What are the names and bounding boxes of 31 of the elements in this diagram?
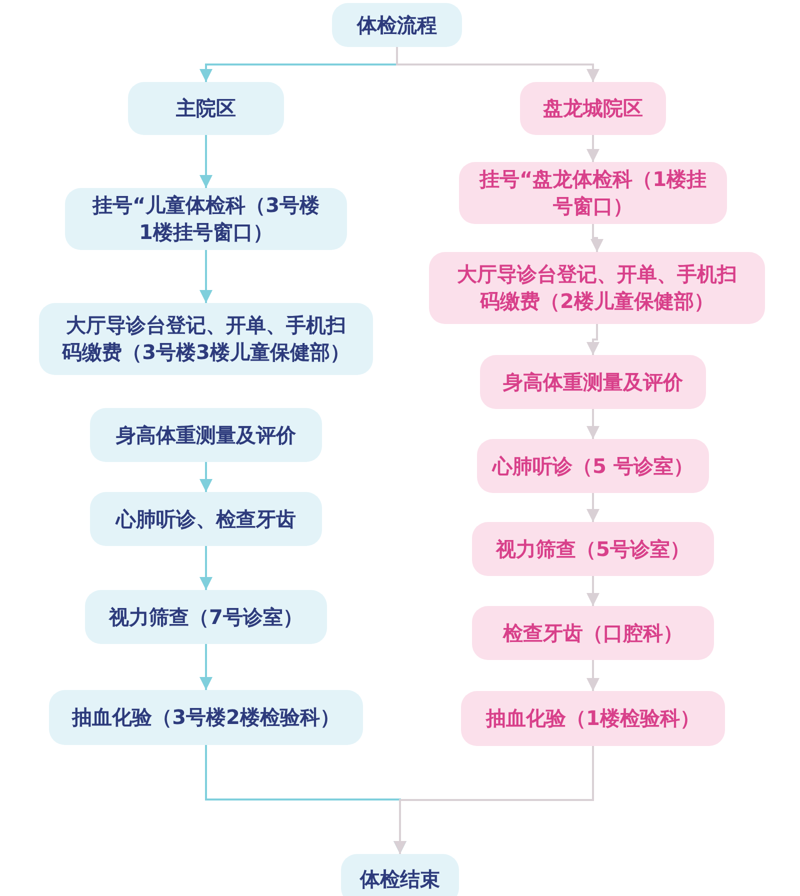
- arrow: [586, 324, 600, 355]
- process-box: 视力筛查（7号诊室）: [85, 590, 327, 644]
- arrow: [200, 135, 212, 188]
- process-box: 视力筛查（5号诊室）: [472, 522, 714, 576]
- arrow: [590, 224, 604, 252]
- arrow: [200, 644, 212, 690]
- process-box: 挂号“盘龙体检科（1楼挂号窗口）: [459, 162, 727, 224]
- process-box: 挂号“儿童体检科（3号楼1楼挂号窗口）: [65, 188, 347, 250]
- process-box: 检查牙齿（口腔科）: [472, 606, 714, 660]
- arrow: [586, 409, 600, 439]
- process-box: 身高体重测量及评价: [90, 408, 322, 462]
- arrow: [586, 660, 600, 691]
- process-box: 大厅导诊台登记、开单、手机扫码缴费（2楼儿童保健部）: [429, 252, 765, 324]
- arrow: [200, 250, 212, 303]
- process-box: 盘龙城院区: [520, 82, 666, 135]
- process-box: 主院区: [128, 82, 284, 135]
- arrow: [586, 576, 600, 606]
- process-box: 大厅导诊台登记、开单、手机扫码缴费（3号楼3楼儿童保健部）: [39, 303, 373, 375]
- arrow: [586, 493, 600, 522]
- process-box: 身高体重测量及评价: [480, 355, 706, 409]
- arrow: [586, 135, 600, 162]
- arrow: [200, 462, 212, 492]
- process-box: 抽血化验（1楼检验科）: [461, 691, 725, 746]
- start-box: 体检流程: [332, 3, 462, 47]
- process-box: 心肺听诊（5 号诊室）: [477, 439, 709, 493]
- arrow: [200, 546, 212, 590]
- end-box: 体检结束: [341, 854, 459, 896]
- process-box: 抽血化验（3号楼2楼检验科）: [49, 690, 363, 745]
- process-box: 心肺听诊、检查牙齿: [90, 492, 322, 546]
- arrow: [394, 746, 594, 854]
- arrow: [396, 47, 600, 82]
